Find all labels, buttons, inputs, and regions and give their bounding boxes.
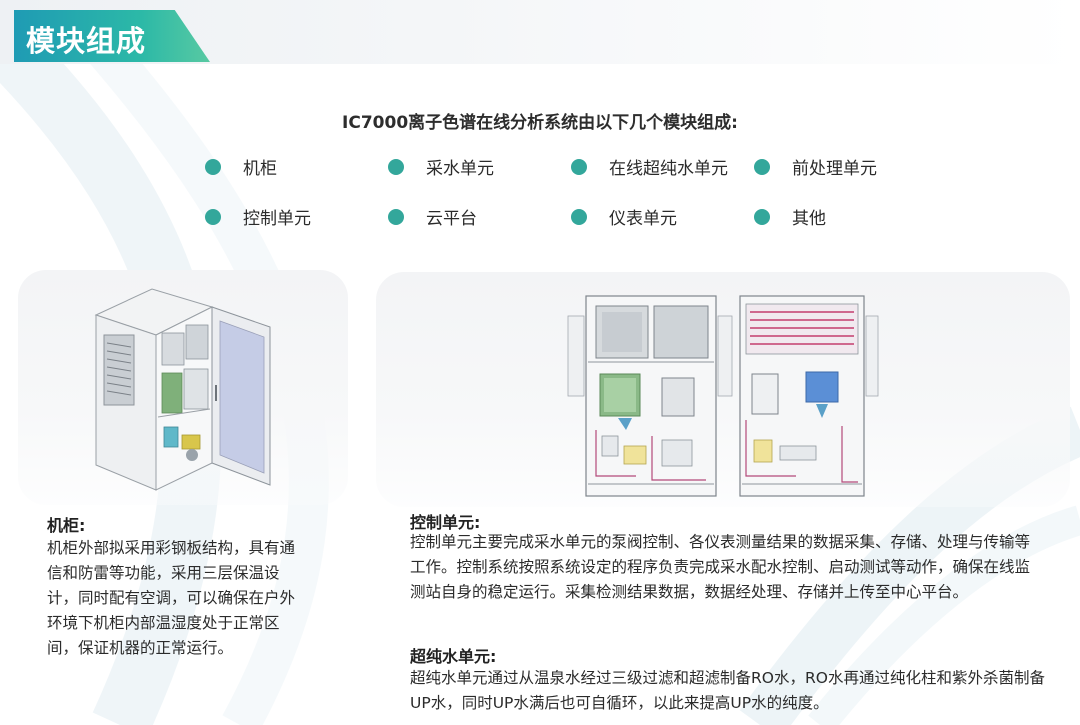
module-label: 前处理单元 <box>792 159 877 179</box>
control-unit-description: 控制单元主要完成采水单元的泵阀控制、各仪表测量结果的数据采集、存储、处理与传输等… <box>410 533 1031 601</box>
module-item: 控制单元 <box>205 204 311 229</box>
cabinet-title: 机柜: <box>47 516 86 535</box>
module-label: 机柜 <box>243 159 277 179</box>
module-label: 仪表单元 <box>609 209 677 229</box>
module-label: 采水单元 <box>426 159 494 179</box>
module-item: 前处理单元 <box>754 154 877 179</box>
cabinet-description: 机柜外部拟采用彩钢板结构，具有通信和防雷等功能，采用三层保温设计，同时配有空调，… <box>47 539 296 657</box>
page-title: 模块组成 <box>26 24 147 58</box>
bullet-dot-icon <box>571 158 587 175</box>
control-unit-illustration <box>567 295 879 497</box>
module-item: 在线超纯水单元 <box>571 154 728 179</box>
bullet-dot-icon <box>205 158 221 175</box>
module-label: 在线超纯水单元 <box>609 159 728 179</box>
bullet-dot-icon <box>205 208 221 225</box>
intro-text: IC7000离子色谱在线分析系统由以下几个模块组成: <box>342 113 738 133</box>
module-item: 其他 <box>754 204 826 229</box>
ultrapure-description: 超纯水单元通过从温泉水经过三级过滤和超滤制备RO水，RO水再通过纯化柱和紫外杀菌… <box>410 669 1045 712</box>
module-item: 仪表单元 <box>571 204 677 229</box>
module-item: 云平台 <box>388 204 477 229</box>
title-tab: 模块组成 <box>14 10 210 62</box>
module-item: 机柜 <box>205 154 277 179</box>
control-unit-title: 控制单元: <box>410 513 481 532</box>
module-label: 云平台 <box>426 209 477 229</box>
bullet-dot-icon <box>754 158 770 175</box>
module-item: 采水单元 <box>388 154 494 179</box>
cabinet-illustration <box>94 288 271 491</box>
ultrapure-title: 超纯水单元: <box>410 647 497 666</box>
bullet-dot-icon <box>754 208 770 225</box>
bullet-dot-icon <box>388 158 404 175</box>
module-label: 控制单元 <box>243 209 311 229</box>
bullet-dot-icon <box>571 208 587 225</box>
module-label: 其他 <box>792 209 826 229</box>
bullet-dot-icon <box>388 208 404 225</box>
